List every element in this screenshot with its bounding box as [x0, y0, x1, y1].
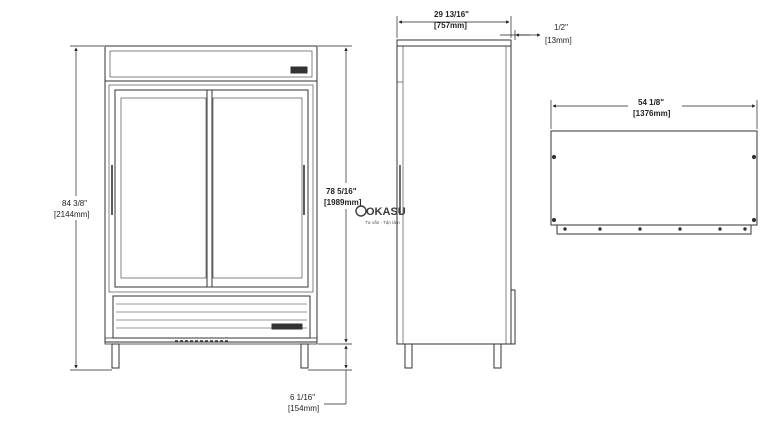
front-cabinet-body: [104, 80, 318, 343]
front-grille-label: [271, 323, 303, 330]
door-height-imperial: 78 5/16": [326, 187, 357, 196]
top-screw: [551, 217, 557, 223]
front-header-inner: [109, 50, 313, 78]
side-rear-unit: [510, 289, 516, 345]
watermark-tagline: Tư vấn - Tận tâm: [365, 220, 400, 225]
front-door-right: [206, 89, 309, 288]
front-leg-left: [111, 343, 120, 369]
top-screw: [751, 154, 757, 160]
front-logo-badge: [290, 66, 308, 74]
side-leg-front: [404, 343, 413, 369]
offset-metric: [13mm]: [545, 36, 572, 45]
top-screw: [718, 227, 722, 231]
depth-imperial: 29 13/16": [434, 10, 469, 19]
overall-height-label-bg: [50, 196, 100, 220]
width-metric: [1376mm]: [633, 109, 671, 118]
front-leg-right: [300, 343, 309, 369]
top-front-strip: [556, 224, 752, 235]
side-dimension-lines: [396, 16, 541, 40]
front-cabinet-inner: [108, 84, 314, 293]
top-screw: [563, 227, 567, 231]
front-door-left: [114, 89, 213, 288]
overall-height-imperial: 84 3/8": [62, 199, 87, 208]
top-body: [550, 130, 758, 226]
door-height-label-bg: [322, 183, 372, 209]
okasu-watermark: OKASU Tư vấn - Tận tâm: [355, 205, 406, 225]
top-screw: [598, 227, 602, 231]
top-screw: [678, 227, 682, 231]
top-screw: [638, 227, 642, 231]
top-screw: [551, 154, 557, 160]
front-base: [104, 337, 318, 345]
width-imperial: 54 1/8": [638, 98, 664, 107]
leg-height-metric: [154mm]: [288, 404, 319, 413]
side-view: [396, 39, 516, 369]
offset-imperial: 1/2": [554, 23, 568, 32]
width-label-bg: [628, 96, 682, 120]
depth-metric: [757mm]: [434, 21, 467, 30]
side-leg-rear: [493, 343, 502, 369]
watermark-brand: OKASU: [366, 206, 406, 218]
front-door-right-glass: [212, 97, 303, 279]
top-view: [550, 130, 758, 235]
side-body: [396, 45, 512, 345]
top-screw: [743, 227, 747, 231]
front-door-left-glass: [120, 97, 207, 279]
front-grille: [112, 295, 311, 339]
top-screw: [751, 217, 757, 223]
side-top-cap: [396, 39, 512, 47]
watermark-logo-circle: [355, 205, 367, 217]
leg-height-imperial: 6 1/16": [290, 393, 315, 402]
front-view: [104, 45, 318, 369]
overall-height-metric: [2144mm]: [54, 210, 90, 219]
door-height-metric: [1989mm]: [324, 198, 362, 207]
